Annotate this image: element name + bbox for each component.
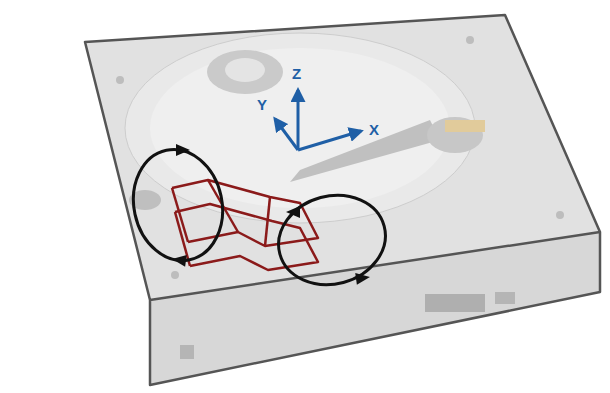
axis-label: Y [257,97,267,112]
rotation-arrowheads [171,144,371,285]
drive-body [85,15,600,385]
coordinate-axes [275,90,361,150]
rotation-arrows [123,141,395,296]
housing-outline [85,15,600,385]
flexure-structure [172,180,318,270]
axis-label: X [369,122,379,137]
axis-label: Z [292,66,301,81]
